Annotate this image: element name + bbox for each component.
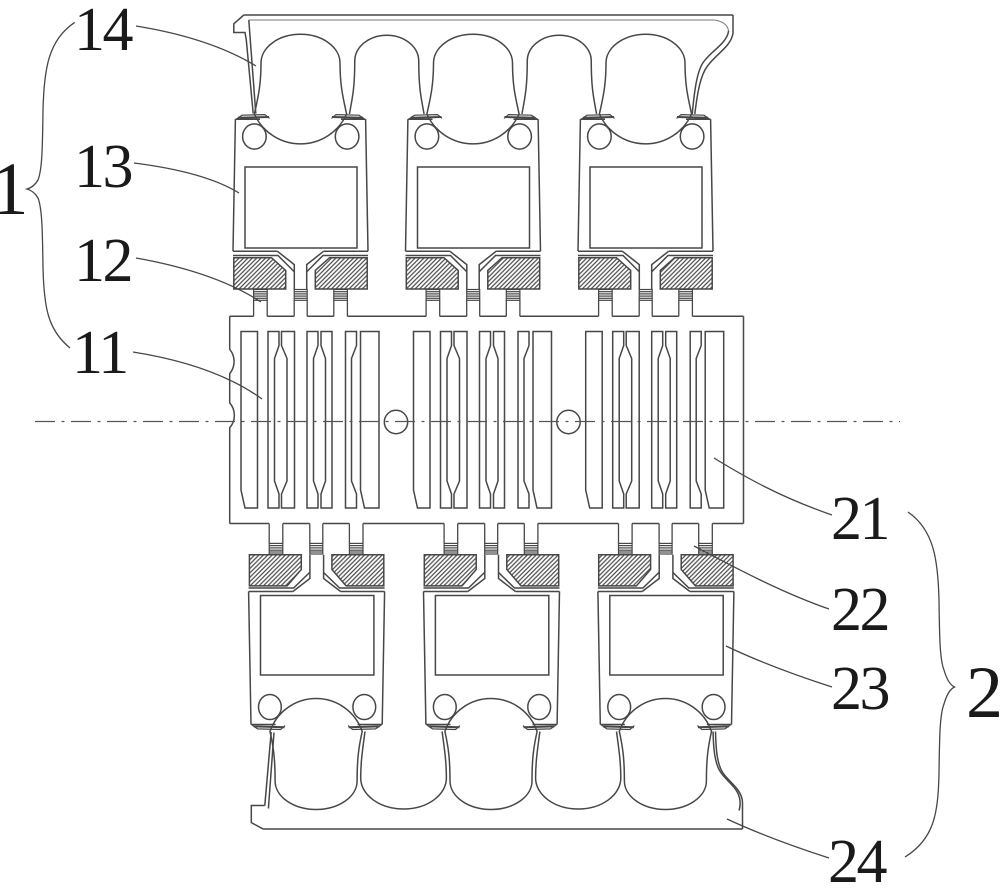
svg-text:13: 13 bbox=[74, 133, 132, 201]
svg-text:12: 12 bbox=[74, 227, 131, 295]
svg-text:11: 11 bbox=[72, 319, 127, 387]
svg-text:22: 22 bbox=[831, 576, 888, 644]
svg-text:2: 2 bbox=[966, 652, 1000, 734]
svg-text:1: 1 bbox=[0, 148, 26, 231]
svg-text:24: 24 bbox=[828, 828, 888, 883]
svg-text:21: 21 bbox=[831, 485, 888, 553]
svg-text:14: 14 bbox=[74, 0, 134, 64]
svg-text:23: 23 bbox=[831, 655, 889, 723]
